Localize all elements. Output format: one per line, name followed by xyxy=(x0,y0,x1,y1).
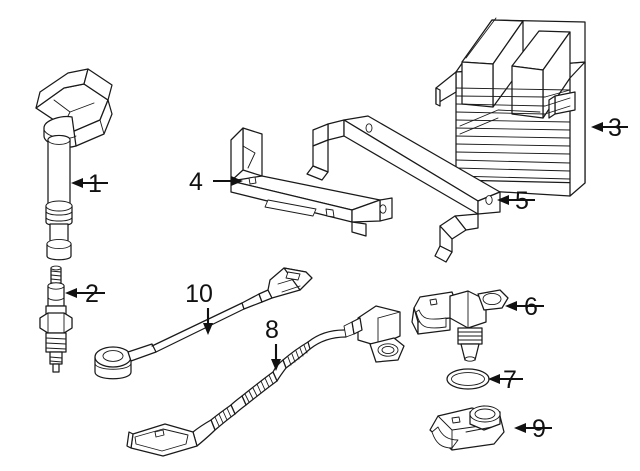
callout-number-4: 4 xyxy=(189,168,203,196)
cable-corrugation-mid xyxy=(241,371,278,406)
callout-8: 8 xyxy=(265,316,281,371)
cable-corrugation-upper xyxy=(282,341,311,369)
part-spark-plug xyxy=(39,265,73,373)
part-sensor-o-ring-seal xyxy=(446,368,490,390)
callout-1: 1 xyxy=(71,170,108,198)
callout-4: 4 xyxy=(189,168,243,196)
callout-number-9: 9 xyxy=(532,415,546,443)
callout-number-5: 5 xyxy=(515,187,529,215)
part-intake-pressure-sensor xyxy=(429,405,505,451)
callout-9: 9 xyxy=(514,415,552,443)
part-crankshaft-position-sensor-harness xyxy=(126,305,405,457)
callout-5: 5 xyxy=(497,187,535,215)
callout-number-2: 2 xyxy=(85,280,99,308)
part-knock-sensor xyxy=(94,267,313,380)
callout-number-6: 6 xyxy=(524,293,538,321)
cable-corrugation-lower xyxy=(210,404,236,431)
callout-number-3: 3 xyxy=(608,114,622,142)
part-engine-control-module xyxy=(435,17,586,197)
part-camshaft-position-sensor xyxy=(411,289,509,362)
callout-7: 7 xyxy=(488,366,523,394)
callout-10: 10 xyxy=(185,280,213,335)
callout-number-10: 10 xyxy=(185,280,213,308)
part-ignition-coil xyxy=(35,68,113,261)
callout-6: 6 xyxy=(505,293,544,321)
callout-number-1: 1 xyxy=(88,170,102,198)
callout-2: 2 xyxy=(65,280,105,308)
callout-3: 3 xyxy=(591,114,628,142)
part-large-mounting-bracket xyxy=(306,115,501,263)
callout-number-8: 8 xyxy=(265,316,279,344)
part-small-mounting-bracket xyxy=(230,127,393,237)
callout-number-7: 7 xyxy=(503,366,517,394)
